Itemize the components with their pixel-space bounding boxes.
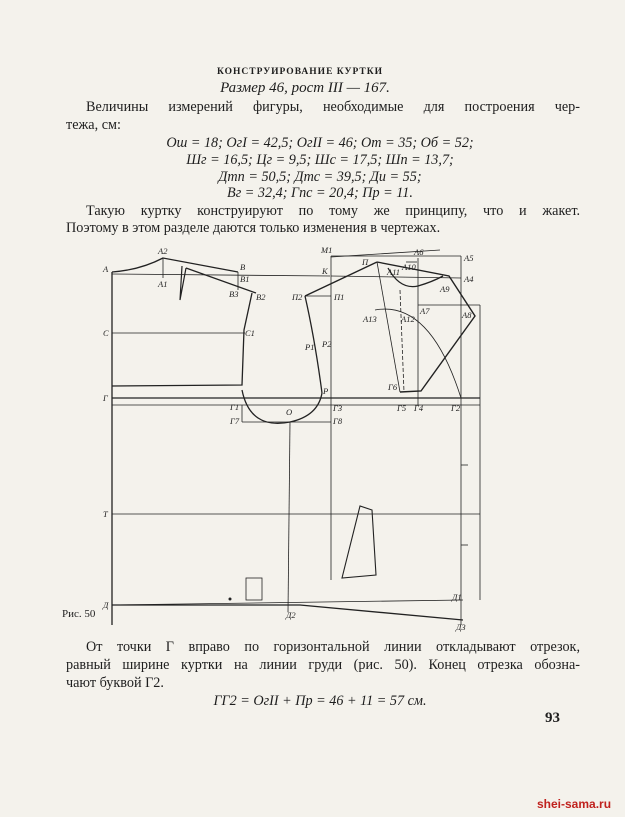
para3-line-3: чают буквой Г2.: [66, 675, 164, 691]
label-C: С: [103, 328, 109, 338]
armhole-back: [111, 292, 253, 387]
page-number: 93: [545, 710, 560, 726]
label-P2: П2: [291, 292, 303, 302]
para3-line-2: равный ширине куртки на линии груди (рис…: [66, 657, 580, 673]
label-Pi: П: [361, 257, 369, 267]
label-A2: А2: [157, 246, 168, 256]
diagram-labels: А А2 А1 В В1 В3 В2 С С1 Г Г1 Г7 О Р Г3 Г…: [102, 245, 474, 632]
pocket: [341, 505, 377, 579]
label-G2: Г2: [450, 403, 461, 413]
measurements-line-1: Ош = 18; ОгI = 42,5; ОгII = 46; От = 35;…: [166, 135, 474, 151]
intro-line-1: Величины измерений фигуры, необходимые д…: [86, 99, 580, 115]
label-P: Р: [322, 386, 328, 396]
label-B3: В3: [229, 289, 238, 299]
formula: ГГ2 = ОгII + Пр = 46 + 11 = 57 см.: [213, 693, 427, 709]
label-A9: А9: [439, 284, 450, 294]
label-D2: Д2: [285, 610, 296, 620]
label-A11: А11: [386, 267, 400, 277]
label-R1: Р1: [304, 342, 314, 352]
measurements-line-2: Шг = 16,5; Цг = 9,5; Шс = 17,5; Шп = 13,…: [186, 152, 454, 168]
label-A5: А5: [463, 253, 473, 263]
label-D3: Д3: [455, 622, 466, 632]
label-A4: А4: [463, 274, 474, 284]
section-heading: КОНСТРУИРОВАНИЕ КУРТКИ: [217, 67, 383, 77]
label-A8: А8: [461, 310, 472, 320]
measurements-line-3: Дтп = 50,5; Дтс = 39,5; Ди = 55;: [218, 169, 422, 185]
label-G: Г: [102, 393, 109, 403]
intro-line-2: тежа, см:: [66, 117, 121, 133]
label-A13: А13: [362, 314, 377, 324]
label-G6: Г6: [387, 382, 398, 392]
label-G1: Г1: [229, 402, 239, 412]
figure-caption: Рис. 50: [62, 608, 96, 620]
label-B1: В1: [240, 274, 249, 284]
sleeve-outline: [376, 261, 476, 393]
label-G5: Г5: [396, 403, 406, 413]
label-A12: А12: [400, 314, 415, 324]
label-B: В: [240, 262, 245, 272]
label-G7: Г7: [229, 416, 240, 426]
subtitle: Размер 46, рост III — 167.: [220, 80, 390, 96]
label-G8: Г8: [332, 416, 343, 426]
label-A1: А1: [157, 279, 167, 289]
label-M1: М1: [320, 245, 332, 255]
label-G3: Г3: [332, 403, 342, 413]
pocket-welt: [245, 577, 263, 601]
label-O: О: [286, 407, 292, 417]
label-D1: Д1: [451, 592, 462, 602]
label-K: К: [321, 266, 329, 276]
back-neck-shoulder: [111, 257, 239, 273]
label-A10: А10: [401, 262, 416, 272]
measurements-line-4: Вг = 32,4; Гпс = 20,4; Пр = 11.: [227, 185, 413, 201]
label-D: Д: [102, 600, 109, 610]
watermark: shei-sama.ru: [537, 797, 612, 811]
dart: [179, 265, 187, 301]
label-A6: А6: [413, 247, 424, 257]
label-A7: А7: [419, 306, 430, 316]
para2-line-1: Такую куртку конструируют по тому же при…: [86, 203, 580, 219]
label-C1: С1: [245, 328, 255, 338]
label-P1: П1: [333, 292, 344, 302]
label-R2: Р2: [321, 339, 332, 349]
label-A: А: [102, 264, 109, 274]
label-B2: В2: [256, 292, 266, 302]
label-G4: Г4: [413, 403, 424, 413]
hem-line: [112, 604, 464, 621]
label-T: Т: [103, 509, 109, 519]
armhole-curve: [241, 389, 323, 424]
para3-line-1: От точки Г вправо по горизонтальной лини…: [86, 639, 580, 655]
para2-line-2: Поэтому в этом разделе даются только изм…: [66, 220, 441, 236]
